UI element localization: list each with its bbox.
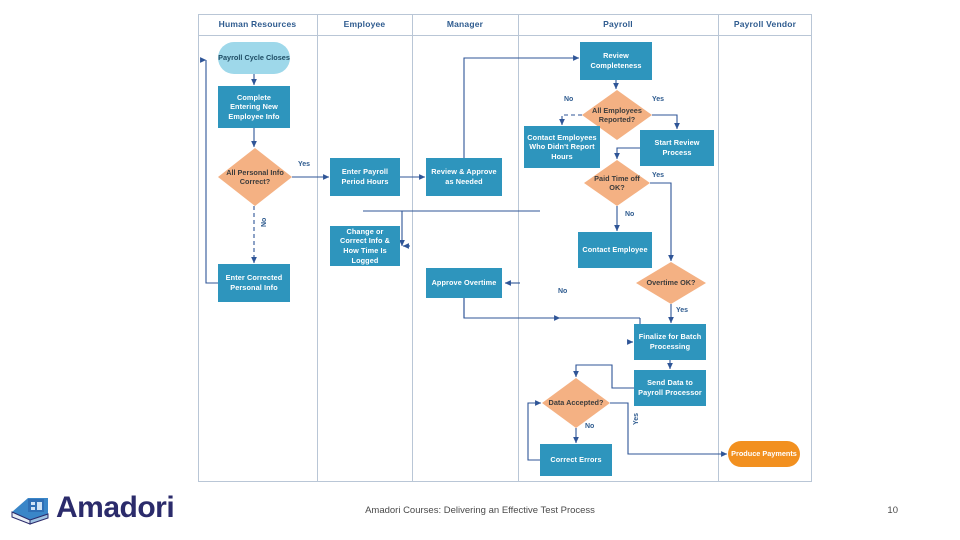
edge-label-hr-yes: Yes xyxy=(298,161,311,168)
lane-divider-1 xyxy=(317,14,318,482)
swimlane-grid: Human Resources Employee Manager Payroll… xyxy=(198,14,812,482)
lane-divider-2 xyxy=(412,14,413,482)
node-change-or-correct-info[interactable]: Change or Correct Info & How Time Is Log… xyxy=(330,226,400,266)
node-send-data-to-payroll-processor[interactable]: Send Data to Payroll Processor xyxy=(634,370,706,406)
logo-wordmark: Amadori xyxy=(56,491,175,524)
swimlane-bottom-border xyxy=(198,481,812,482)
edge-label-overtime-no: No xyxy=(558,288,568,295)
node-produce-payments[interactable]: Produce Payments xyxy=(728,441,800,467)
node-contact-employees-no-report[interactable]: Contact Employees Who Didn't Report Hour… xyxy=(524,126,600,168)
amadori-logo: Amadori xyxy=(8,484,208,532)
node-contact-employee[interactable]: Contact Employee xyxy=(578,232,652,268)
edge-label-hr-no: No xyxy=(261,217,268,227)
edge-label-data-yes: Yes xyxy=(633,412,640,425)
node-complete-entering-info[interactable]: Complete Entering New Employee Info xyxy=(218,86,290,128)
edge-label-reported-no: No xyxy=(564,96,574,103)
node-payroll-cycle-closes[interactable]: Payroll Cycle Closes xyxy=(218,42,290,74)
node-enter-corrected-personal-info[interactable]: Enter Corrected Personal Info xyxy=(218,264,290,302)
node-review-and-approve[interactable]: Review & Approve as Needed xyxy=(426,158,502,196)
lane-header-human-resources: Human Resources xyxy=(218,19,297,29)
node-correct-errors[interactable]: Correct Errors xyxy=(540,444,612,476)
node-all-personal-info-correct[interactable]: All Personal Info Correct? xyxy=(218,148,292,206)
lane-divider-5 xyxy=(811,14,812,482)
edge-label-overtime-yes: Yes xyxy=(676,307,689,314)
lane-divider-4 xyxy=(718,14,719,482)
lane-header-payroll: Payroll xyxy=(603,19,633,29)
node-finalize-for-batch-processing[interactable]: Finalize for Batch Processing xyxy=(634,324,706,360)
lane-divider-3 xyxy=(518,14,519,482)
node-data-accepted[interactable]: Data Accepted? xyxy=(542,378,610,428)
lane-header-manager: Manager xyxy=(446,19,484,29)
node-overtime-ok[interactable]: Overtime OK? xyxy=(636,262,706,304)
node-paid-time-off-ok[interactable]: Paid Time off OK? xyxy=(584,160,650,206)
lane-header-employee: Employee xyxy=(343,19,386,29)
lane-divider-0 xyxy=(198,14,199,482)
node-approve-overtime[interactable]: Approve Overtime xyxy=(426,268,502,298)
page-number: 10 xyxy=(887,505,898,516)
edge-label-data-no: No xyxy=(585,423,595,430)
node-start-review-process[interactable]: Start Review Process xyxy=(640,130,714,166)
footer-text: Amadori Courses: Delivering an Effective… xyxy=(365,505,595,516)
lane-header-payroll-vendor: Payroll Vendor xyxy=(733,19,797,29)
edge-label-pto-no: No xyxy=(625,211,635,218)
swimlane-header-row xyxy=(198,14,812,36)
node-enter-payroll-period-hours[interactable]: Enter Payroll Period Hours xyxy=(330,158,400,196)
node-review-completeness[interactable]: Review Completeness xyxy=(580,42,652,80)
book-icon xyxy=(11,498,49,525)
edge-label-reported-yes: Yes xyxy=(652,96,665,103)
edge-label-pto-yes: Yes xyxy=(652,172,665,179)
